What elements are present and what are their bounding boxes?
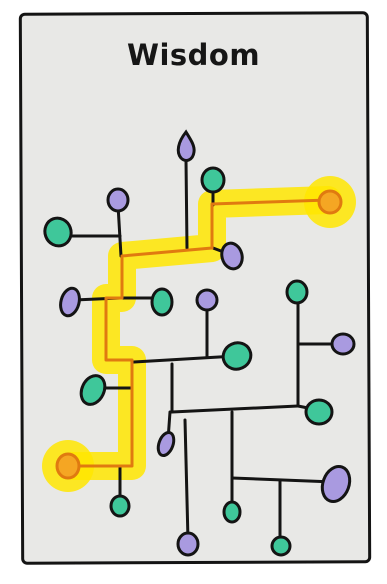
green-node <box>306 400 332 424</box>
orange-node <box>57 454 79 478</box>
green-node <box>202 168 224 192</box>
green-node <box>287 281 307 303</box>
purple-node <box>155 430 176 457</box>
glow-stroke <box>72 200 328 466</box>
green-node <box>41 214 75 249</box>
purple-node <box>108 189 128 211</box>
green-node <box>224 502 240 522</box>
edge <box>232 478 334 482</box>
green-node <box>77 372 110 408</box>
edge <box>185 420 188 540</box>
green-node <box>272 537 290 555</box>
purple-node <box>197 290 217 310</box>
green-node <box>219 338 255 373</box>
edge <box>172 406 298 412</box>
purple-node <box>58 286 83 318</box>
edge <box>186 160 187 248</box>
purple-node <box>178 132 194 160</box>
green-node <box>152 289 172 315</box>
orange-node <box>319 191 341 213</box>
highlighted-path-glow <box>42 176 356 492</box>
purple-node <box>178 533 198 555</box>
purple-node <box>332 334 354 354</box>
edge <box>134 356 236 362</box>
purple-node <box>318 463 355 506</box>
green-node <box>111 496 129 516</box>
